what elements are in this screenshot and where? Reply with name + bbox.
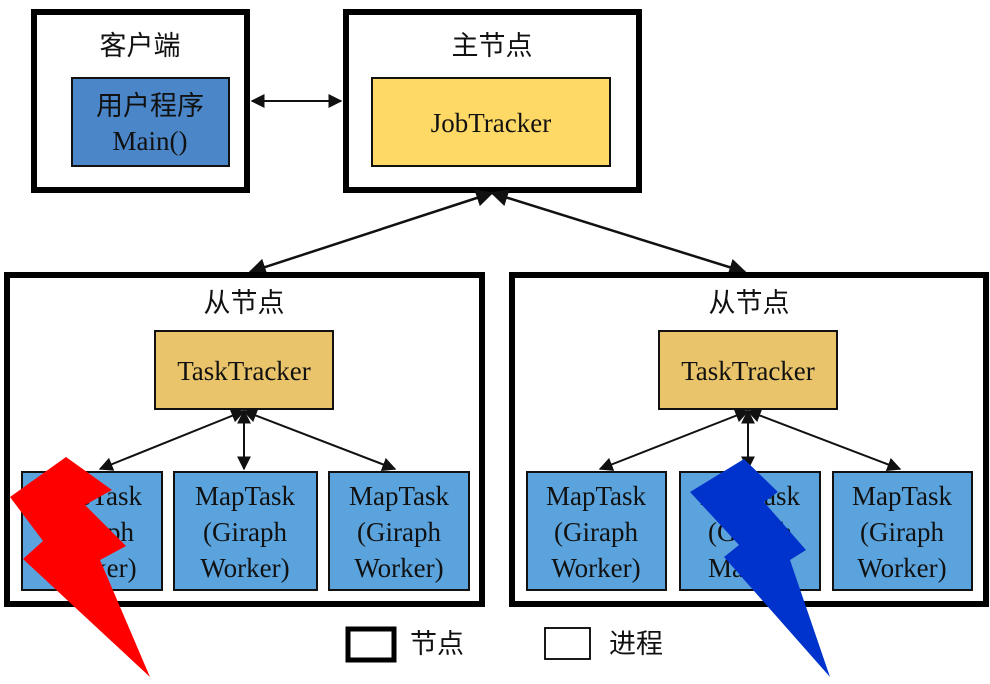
map-task-left-2: MapTask (Giraph Worker) (173, 471, 318, 591)
slave-node-left-title: 从节点 (204, 288, 285, 318)
map-task-box (173, 471, 318, 591)
failure-lightning-left-icon (10, 457, 150, 677)
map-task-role-line1: (Giraph (203, 517, 287, 547)
master-node-title: 主节点 (452, 31, 533, 61)
tracker-task-right-link-3 (746, 408, 902, 472)
map-task-role-line2: Worker) (354, 553, 443, 583)
job-tracker-box (371, 77, 611, 167)
tracker-task-left-link-1 (98, 409, 246, 471)
client-node: 客户端 用户程序 Main() (31, 9, 250, 193)
map-task-role-line1: (Giraph (357, 517, 441, 547)
map-task-role-line1: (Giraph (860, 517, 944, 547)
map-task-left-3: MapTask (Giraph Worker) (328, 471, 470, 591)
job-tracker-label: JobTracker (431, 108, 552, 138)
map-task-box (526, 471, 667, 591)
map-task-role-line2: Worker) (551, 553, 640, 583)
map-task-right-1: MapTask (Giraph Worker) (526, 471, 667, 591)
user-program-box (71, 77, 230, 167)
map-task-label: MapTask (349, 481, 450, 511)
legend-process-swatch (544, 627, 591, 660)
task-tracker-left-label: TaskTracker (177, 356, 311, 386)
user-program-label: 用户程序 (96, 91, 204, 121)
master-node: 主节点 JobTracker (343, 9, 642, 193)
map-task-label: MapTask (546, 481, 647, 511)
legend-node-label: 节点 (410, 629, 464, 659)
map-task-right-3: MapTask (Giraph Worker) (832, 471, 973, 591)
legend-node-swatch (345, 626, 397, 663)
map-task-box (328, 471, 470, 591)
task-tracker-right-label: TaskTracker (681, 356, 815, 386)
map-task-box (832, 471, 973, 591)
task-tracker-left-box (154, 330, 334, 410)
map-task-label: MapTask (195, 481, 296, 511)
map-task-label: MapTask (852, 481, 953, 511)
failure-lightning-right-icon (690, 459, 830, 677)
main-function-label: Main() (113, 126, 188, 156)
client-node-title: 客户端 (100, 31, 181, 61)
map-task-role-line1: (Giraph (554, 517, 638, 547)
tracker-task-right-link-1 (598, 409, 750, 471)
map-task-role-line2: Worker) (857, 553, 946, 583)
legend-process-label: 进程 (609, 629, 663, 659)
master-slave-right-link (490, 189, 747, 276)
map-task-role-line2: Worker) (200, 553, 289, 583)
tracker-task-left-link-3 (242, 408, 397, 472)
slave-node-right-title: 从节点 (709, 288, 790, 318)
master-slave-left-link (248, 189, 494, 276)
legend: 节点 进程 (345, 626, 663, 663)
